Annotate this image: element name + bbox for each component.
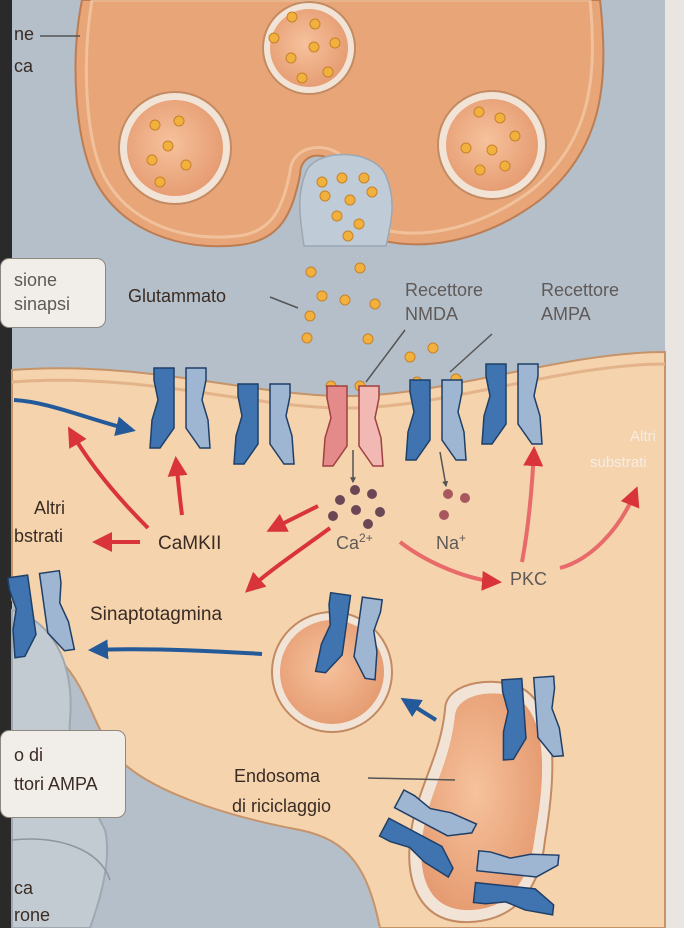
nmda-receptor-label-2: NMDA bbox=[405, 304, 458, 325]
nmda-receptor-label-1: Recettore bbox=[405, 280, 483, 301]
bottom-box-label-2: ttori AMPA bbox=[14, 774, 98, 795]
other-substrates-right-1: Altri bbox=[630, 428, 656, 445]
endosome-label-1: Endosoma bbox=[234, 766, 320, 787]
bottom-left-label-1: ca bbox=[14, 878, 33, 899]
pkc-label: PKC bbox=[510, 569, 547, 590]
endosome-label-2: di riciclaggio bbox=[232, 796, 331, 817]
other-substrates-left-1: Altri bbox=[34, 498, 65, 519]
bottom-left-label-2: rone bbox=[14, 905, 50, 926]
ampa-receptor-label-1: Recettore bbox=[541, 280, 619, 301]
glutamate-label: Glutammato bbox=[128, 286, 226, 307]
left-label-box bbox=[0, 258, 106, 328]
sodium-label: Na+ bbox=[436, 532, 466, 554]
calcium-charge: 2+ bbox=[359, 531, 373, 545]
synaptotagmin-label: Sinaptotagmina bbox=[90, 604, 222, 626]
top-left-label-2: ca bbox=[14, 56, 33, 77]
sodium-charge: + bbox=[459, 531, 466, 545]
camkii-label: CaMKII bbox=[158, 533, 221, 555]
top-left-label-1: ne bbox=[14, 24, 34, 45]
sodium-symbol: Na bbox=[436, 533, 459, 553]
ampa-receptor-label-2: AMPA bbox=[541, 304, 591, 325]
calcium-label: Ca2+ bbox=[336, 532, 373, 554]
other-substrates-right-2: substrati bbox=[590, 454, 647, 471]
left-box-label-1: sione bbox=[14, 270, 57, 291]
left-box-label-2: sinapsi bbox=[14, 294, 70, 315]
bottom-box-label-1: o di bbox=[14, 745, 43, 766]
other-substrates-left-2: bstrati bbox=[14, 526, 63, 547]
calcium-symbol: Ca bbox=[336, 533, 359, 553]
